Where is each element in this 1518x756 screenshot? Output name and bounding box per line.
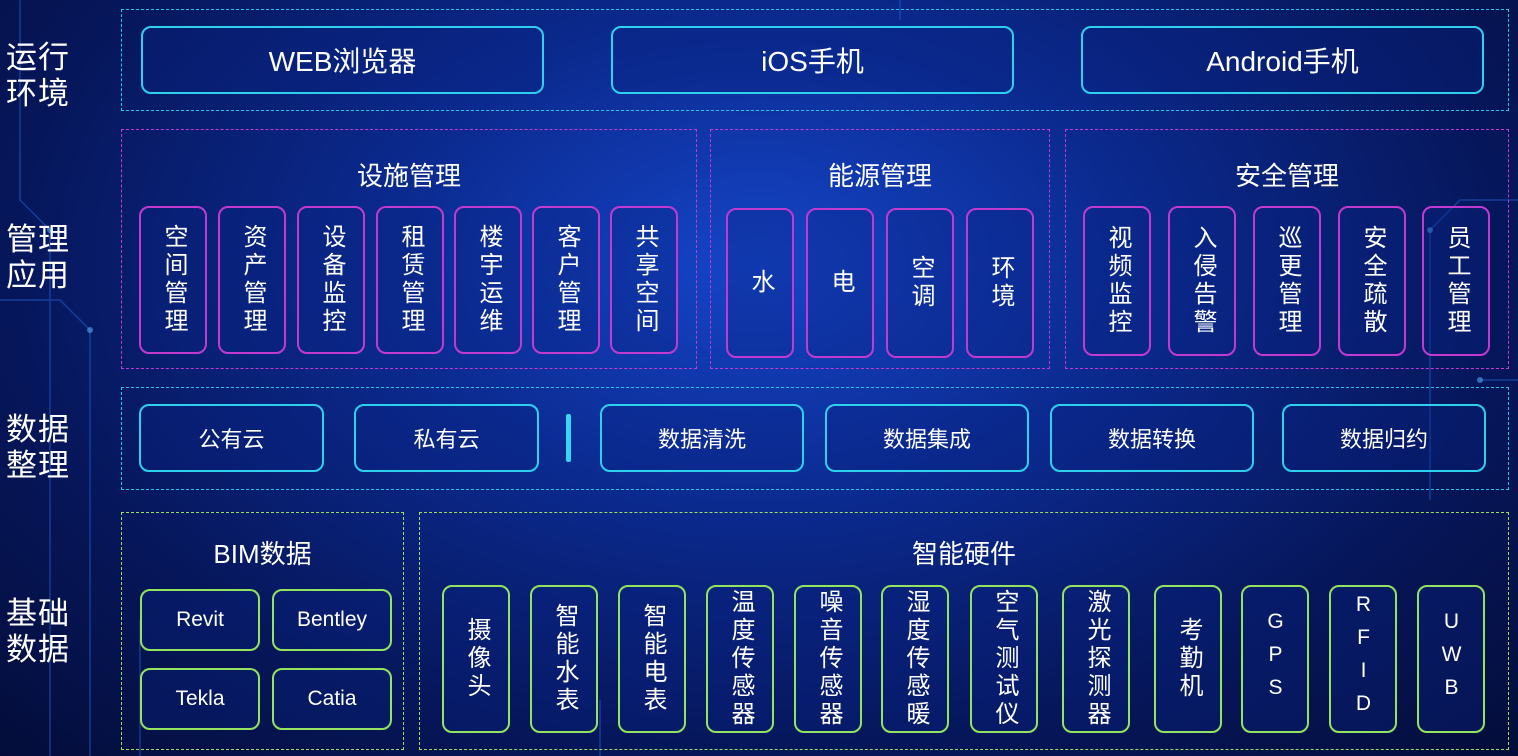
facility-title: 设施管理 <box>356 161 461 191</box>
hardware-item-label: UWB <box>1440 609 1463 709</box>
energy-item: 空调 <box>886 208 954 358</box>
energy-item: 水 <box>726 208 794 358</box>
hardware-item: RFID <box>1329 585 1397 733</box>
energy-item: 环境 <box>966 208 1034 358</box>
hardware-item: 湿度传感暖 <box>881 585 949 733</box>
security-item-label: 入侵告警 <box>1189 225 1216 337</box>
bim-item-tekla: Tekla <box>140 668 260 730</box>
facility-item-label: 楼宇运维 <box>475 224 502 336</box>
layer-label-base: 基础 数据 <box>6 596 70 667</box>
facility-item-label: 资产管理 <box>239 224 266 336</box>
runtime-frame <box>121 9 1509 111</box>
security-item-label: 视频监控 <box>1104 225 1131 337</box>
hardware-title: 智能硬件 <box>911 539 1016 569</box>
hardware-item-label: 激光探测器 <box>1083 589 1110 729</box>
hardware-item: 智能电表 <box>618 585 686 733</box>
hardware-item: 摄像头 <box>442 585 510 733</box>
facility-item-label: 租赁管理 <box>397 224 424 336</box>
hardware-item-label: GPS <box>1264 609 1287 709</box>
hardware-item-label: 温度传感器 <box>727 589 754 729</box>
runtime-android: Android手机 <box>1081 26 1484 94</box>
bim-item-bentley: Bentley <box>272 589 392 651</box>
facility-item-label: 设备监控 <box>318 224 345 336</box>
security-item: 员工管理 <box>1422 206 1490 356</box>
security-item: 安全疏散 <box>1338 206 1406 356</box>
security-frame <box>1065 129 1509 369</box>
hardware-item-label: 智能电表 <box>639 603 666 715</box>
data-public-cloud: 公有云 <box>139 404 324 472</box>
facility-item-label: 空间管理 <box>160 224 187 336</box>
layer-label-apps: 管理 应用 <box>6 222 70 293</box>
energy-title: 能源管理 <box>827 161 932 191</box>
facility-item: 客户管理 <box>532 206 600 354</box>
facility-item-label: 共享空间 <box>631 224 658 336</box>
facility-item: 楼宇运维 <box>454 206 522 354</box>
hardware-frame <box>419 512 1509 750</box>
hardware-item-label: 智能水表 <box>551 603 578 715</box>
hardware-item-label: 噪音传感器 <box>815 589 842 729</box>
facility-item: 空间管理 <box>139 206 207 354</box>
data-frame <box>121 387 1509 490</box>
layer-label-data: 数据 整理 <box>6 412 70 483</box>
hardware-item-label: 湿度传感暖 <box>902 589 929 729</box>
data-cleaning: 数据清洗 <box>600 404 804 472</box>
bim-title: BIM数据 <box>213 539 312 569</box>
facility-item-label: 客户管理 <box>553 224 580 336</box>
security-item-label: 员工管理 <box>1443 225 1470 337</box>
data-transformation: 数据转换 <box>1050 404 1254 472</box>
energy-item-label: 水 <box>747 269 774 297</box>
security-item: 入侵告警 <box>1168 206 1236 356</box>
hardware-item: 智能水表 <box>530 585 598 733</box>
facility-item: 设备监控 <box>297 206 365 354</box>
hardware-item: 考勤机 <box>1154 585 1222 733</box>
security-item-label: 巡更管理 <box>1274 225 1301 337</box>
facility-item: 资产管理 <box>218 206 286 354</box>
security-item-label: 安全疏散 <box>1359 225 1386 337</box>
energy-item: 电 <box>806 208 874 358</box>
data-private-cloud: 私有云 <box>354 404 539 472</box>
hardware-item: UWB <box>1417 585 1485 733</box>
facility-item: 共享空间 <box>610 206 678 354</box>
hardware-item-label: 空气测试仪 <box>991 589 1018 729</box>
security-title: 安全管理 <box>1234 161 1339 191</box>
bim-item-catia: Catia <box>272 668 392 730</box>
hardware-item: GPS <box>1241 585 1309 733</box>
hardware-item: 噪音传感器 <box>794 585 862 733</box>
runtime-web-browser: WEB浏览器 <box>141 26 544 94</box>
facility-item: 租赁管理 <box>376 206 444 354</box>
hardware-item-label: 摄像头 <box>463 617 490 701</box>
separator-bar <box>566 414 571 462</box>
security-item: 视频监控 <box>1083 206 1151 356</box>
energy-item-label: 环境 <box>987 255 1014 311</box>
hardware-item: 激光探测器 <box>1062 585 1130 733</box>
energy-item-label: 空调 <box>907 255 934 311</box>
bim-item-revit: Revit <box>140 589 260 651</box>
hardware-item: 温度传感器 <box>706 585 774 733</box>
facility-frame <box>121 129 697 369</box>
runtime-ios: iOS手机 <box>611 26 1014 94</box>
layer-label-runtime: 运行 环境 <box>6 40 70 111</box>
hardware-item: 空气测试仪 <box>970 585 1038 733</box>
data-reduction: 数据归约 <box>1282 404 1486 472</box>
energy-item-label: 电 <box>827 269 854 297</box>
bim-frame <box>121 512 404 750</box>
security-item: 巡更管理 <box>1253 206 1321 356</box>
data-integration: 数据集成 <box>825 404 1029 472</box>
energy-frame <box>710 129 1050 369</box>
hardware-item-label: RFID <box>1352 593 1375 725</box>
hardware-item-label: 考勤机 <box>1175 617 1202 701</box>
